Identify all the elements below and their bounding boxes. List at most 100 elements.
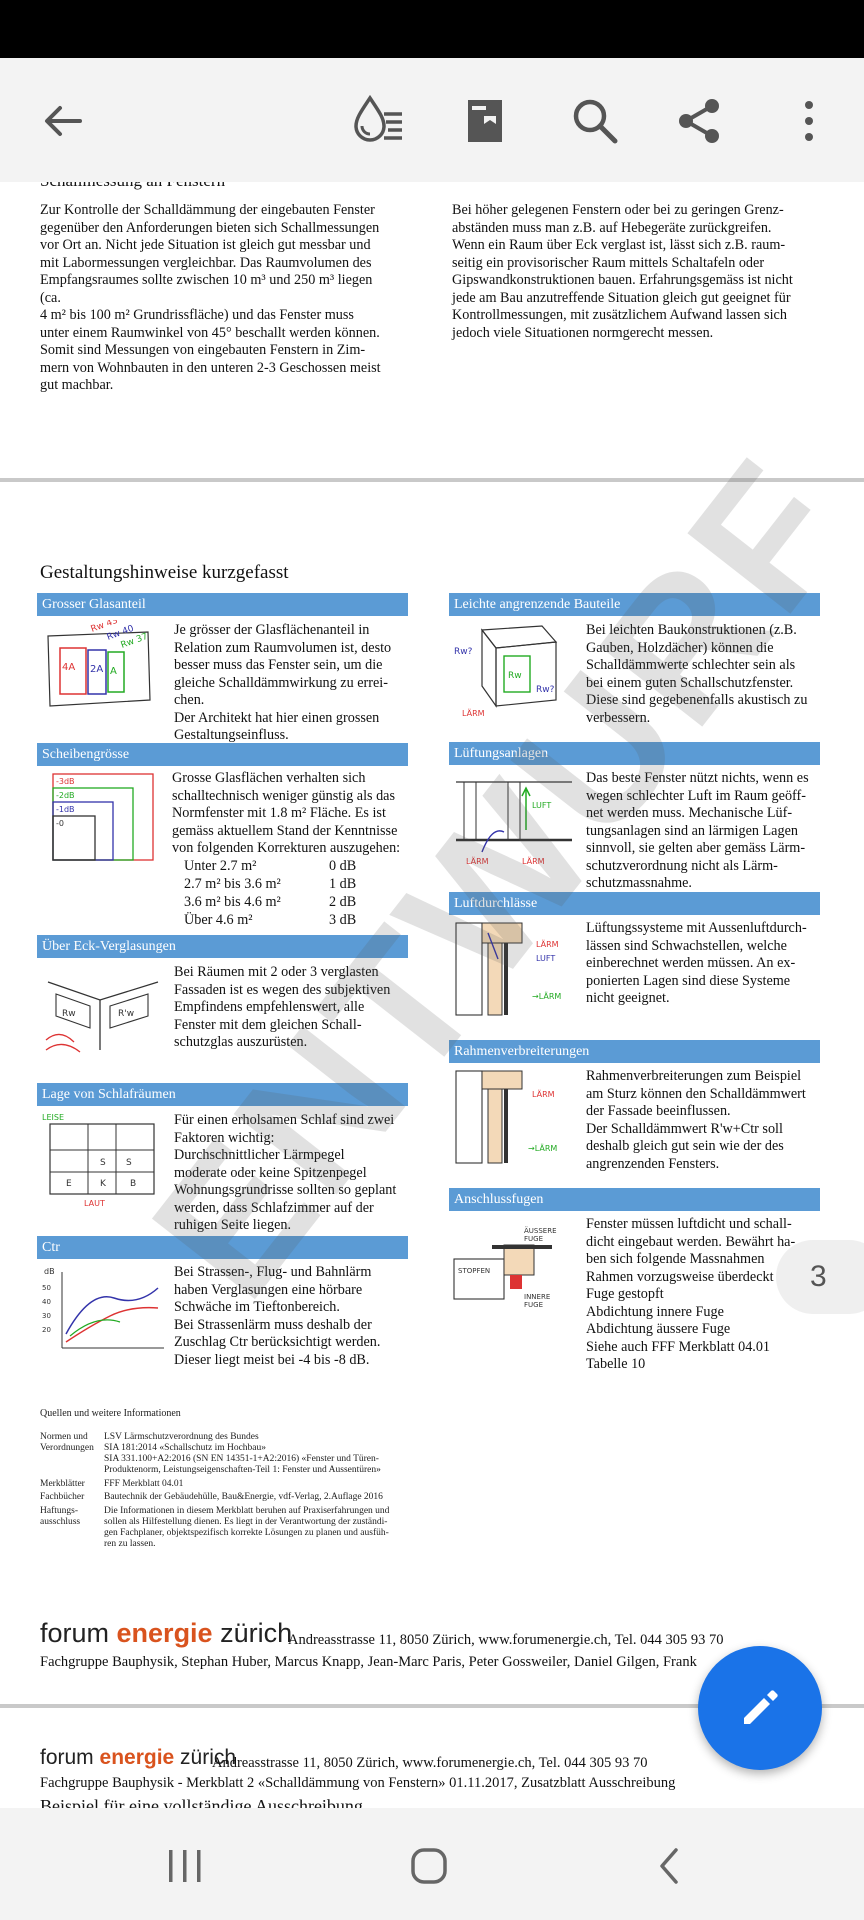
section-header-glasanteil: Grosser Glasanteil bbox=[37, 593, 408, 616]
sketch-scheibengroesse: -3dB -2dB -1dB -0 bbox=[52, 773, 154, 861]
table-cell-range: 3.6 m² bis 4.6 m² bbox=[184, 894, 281, 910]
section-text-luftdurchlaesse: Lüftungssysteme mit Aussenluftdurch- läs… bbox=[586, 920, 807, 1006]
table-cell-range: Über 4.6 m² bbox=[184, 912, 253, 928]
svg-text:K: K bbox=[100, 1179, 107, 1189]
search-icon bbox=[573, 99, 618, 144]
svg-text:LÄRM: LÄRM bbox=[462, 708, 485, 718]
section-header-anschlussfugen: Anschlussfugen bbox=[449, 1188, 820, 1211]
pdf-page-main: Gestaltungshinweise kurzgefasst Grosser … bbox=[0, 422, 864, 1704]
nav-back-button[interactable] bbox=[634, 1836, 704, 1896]
logo-text-zuerich: zürich bbox=[174, 1746, 237, 1769]
source-text: Bautechnik der Gebäudehülle, Bau&Energie… bbox=[104, 1492, 383, 1502]
next-page-subtitle: Fachgruppe Bauphysik - Merkblatt 2 «Scha… bbox=[40, 1775, 676, 1791]
svg-text:B: B bbox=[130, 1179, 136, 1189]
forum-energie-logo: forum energie zürich bbox=[40, 1618, 292, 1649]
logo-text-forum: forum bbox=[40, 1618, 117, 1648]
svg-text:→LÄRM: →LÄRM bbox=[532, 991, 561, 1001]
section-header-scheibengroesse: Scheibengrösse bbox=[37, 743, 408, 766]
section-text-schlafraeume: Für einen erholsamen Schlaf sind zwei Fa… bbox=[174, 1112, 397, 1233]
svg-text:-2dB: -2dB bbox=[56, 791, 75, 800]
status-bar bbox=[0, 0, 864, 58]
recents-icon bbox=[169, 1850, 201, 1882]
back-chevron-icon bbox=[660, 1848, 678, 1884]
source-text: LSV Lärmschutzverordnung des Bundes SIA … bbox=[104, 1432, 381, 1475]
sketch-schlafraeume: LEISE S S E K B LAUT bbox=[42, 1113, 155, 1208]
logo-text-forum: forum bbox=[40, 1746, 100, 1769]
next-page-address: Andreasstrasse 11, 8050 Zürich, www.foru… bbox=[212, 1755, 648, 1771]
source-label: Fachbücher bbox=[40, 1492, 85, 1502]
section-text-eckverglasungen: Bei Räumen mit 2 oder 3 verglasten Fassa… bbox=[174, 964, 391, 1050]
svg-text:20: 20 bbox=[42, 1326, 51, 1334]
share-icon bbox=[679, 99, 719, 143]
svg-text:4A: 4A bbox=[62, 662, 75, 673]
source-label: Merkblätter bbox=[40, 1479, 85, 1489]
sketch-lueftungsanlagen: LUFT LÄRM LÄRM bbox=[456, 781, 572, 866]
svg-text:LEISE: LEISE bbox=[42, 1113, 64, 1122]
source-text: Die Informationen in diesem Merkblatt be… bbox=[104, 1506, 390, 1549]
svg-text:→LÄRM: →LÄRM bbox=[528, 1143, 557, 1153]
bookmark-button[interactable] bbox=[450, 86, 520, 156]
table-cell-range: 2.7 m² bis 3.6 m² bbox=[184, 876, 281, 892]
svg-text:LÄRM: LÄRM bbox=[522, 856, 545, 866]
svg-text:Rw?: Rw? bbox=[536, 685, 555, 695]
sketch-rahmenverbreiterungen: LÄRM →LÄRM bbox=[455, 1070, 557, 1164]
svg-text:INNERE: INNERE bbox=[524, 1293, 550, 1301]
svg-text:FUGE: FUGE bbox=[524, 1301, 543, 1309]
svg-text:S: S bbox=[100, 1158, 106, 1168]
svg-text:ÄUSSERE: ÄUSSERE bbox=[524, 1226, 557, 1235]
share-button[interactable] bbox=[664, 86, 734, 156]
logo-text-energie: energie bbox=[116, 1618, 213, 1648]
svg-text:dB: dB bbox=[44, 1267, 55, 1276]
home-button[interactable] bbox=[394, 1836, 464, 1896]
section-header-eckverglasungen: Über Eck-Verglasungen bbox=[37, 935, 408, 958]
section-header-luftdurchlaesse: Luftdurchlässe bbox=[449, 892, 820, 915]
pdf-page-top: Schallmessung an Fenstern Zur Kontrolle … bbox=[0, 160, 864, 478]
section-text-glasanteil: Je grösser der Glasflächenanteil in Rela… bbox=[174, 622, 392, 743]
section-header-leichte-bauteile: Leichte angrenzende Bauteile bbox=[449, 593, 820, 616]
more-options-button[interactable] bbox=[774, 86, 844, 156]
svg-text:Rw: Rw bbox=[62, 1009, 76, 1019]
sketch-ctr-chart: dB 50 40 30 20 bbox=[42, 1267, 164, 1349]
svg-text:FUGE: FUGE bbox=[524, 1235, 543, 1243]
source-label: Haftungs- ausschluss bbox=[40, 1506, 81, 1527]
more-vertical-icon bbox=[805, 101, 813, 141]
svg-text:Rw: Rw bbox=[508, 671, 522, 681]
sketch-anschlussfugen: STOPFEN ÄUSSERE FUGE INNERE FUGE bbox=[453, 1226, 557, 1309]
svg-text:-1dB: -1dB bbox=[56, 805, 75, 814]
forum-energie-logo: forum energie zürich bbox=[40, 1746, 236, 1770]
section-text-scheibengroesse: Grosse Glasflächen verhalten sich schall… bbox=[172, 770, 401, 856]
svg-text:30: 30 bbox=[42, 1312, 51, 1320]
table-cell-value: 3 dB bbox=[329, 912, 357, 928]
svg-text:S: S bbox=[126, 1158, 132, 1168]
edit-fab-button[interactable] bbox=[698, 1646, 822, 1770]
sketch-leichte-bauteile: Rw Rw? Rw? LÄRM bbox=[454, 625, 558, 718]
svg-text:LUFT: LUFT bbox=[532, 801, 551, 810]
svg-text:A: A bbox=[110, 666, 117, 677]
footer-address: Andreasstrasse 11, 8050 Zürich, www.foru… bbox=[288, 1632, 724, 1648]
reading-mode-button[interactable] bbox=[342, 86, 412, 156]
table-cell-value: 1 dB bbox=[329, 876, 357, 892]
recents-button[interactable] bbox=[150, 1836, 220, 1896]
page-divider bbox=[0, 1704, 864, 1708]
source-text: FFF Merkblatt 04.01 bbox=[104, 1479, 184, 1489]
section-text-leichte-bauteile: Bei leichten Baukonstruktionen (z.B. Gau… bbox=[586, 622, 808, 726]
svg-text:LÄRM: LÄRM bbox=[536, 939, 559, 949]
section-header-ctr: Ctr bbox=[37, 1236, 408, 1259]
search-button[interactable] bbox=[560, 86, 630, 156]
next-page-heading-cut: Beispiel für eine vollständige Ausschrei… bbox=[40, 1796, 363, 1808]
logo-text-zuerich: zürich bbox=[212, 1618, 293, 1648]
page-number-indicator: 3 bbox=[776, 1240, 864, 1314]
back-button[interactable] bbox=[28, 86, 98, 156]
arrow-left-icon bbox=[45, 106, 82, 136]
section-text-rahmenverbreiterungen: Rahmenverbreiterungen zum Beispiel am St… bbox=[586, 1068, 806, 1172]
system-nav-bar bbox=[0, 1808, 864, 1920]
table-cell-range: Unter 2.7 m² bbox=[184, 858, 257, 874]
body-text-right: Bei höher gelegenen Fenstern oder bei zu… bbox=[452, 202, 793, 341]
svg-text:R'w: R'w bbox=[118, 1009, 134, 1019]
page-title: Gestaltungshinweise kurzgefasst bbox=[40, 562, 289, 583]
text-reflow-icon bbox=[354, 94, 402, 142]
logo-text-energie: energie bbox=[99, 1746, 175, 1769]
sketch-glasanteil: 4A 2A A Rw 43 Rw 40 Rw 37 bbox=[47, 620, 151, 707]
section-text-anschlussfugen: Fenster müssen luftdicht und schall- dic… bbox=[586, 1216, 796, 1372]
section-text-ctr: Bei Strassen-, Flug- und Bahnlärm haben … bbox=[174, 1264, 381, 1368]
